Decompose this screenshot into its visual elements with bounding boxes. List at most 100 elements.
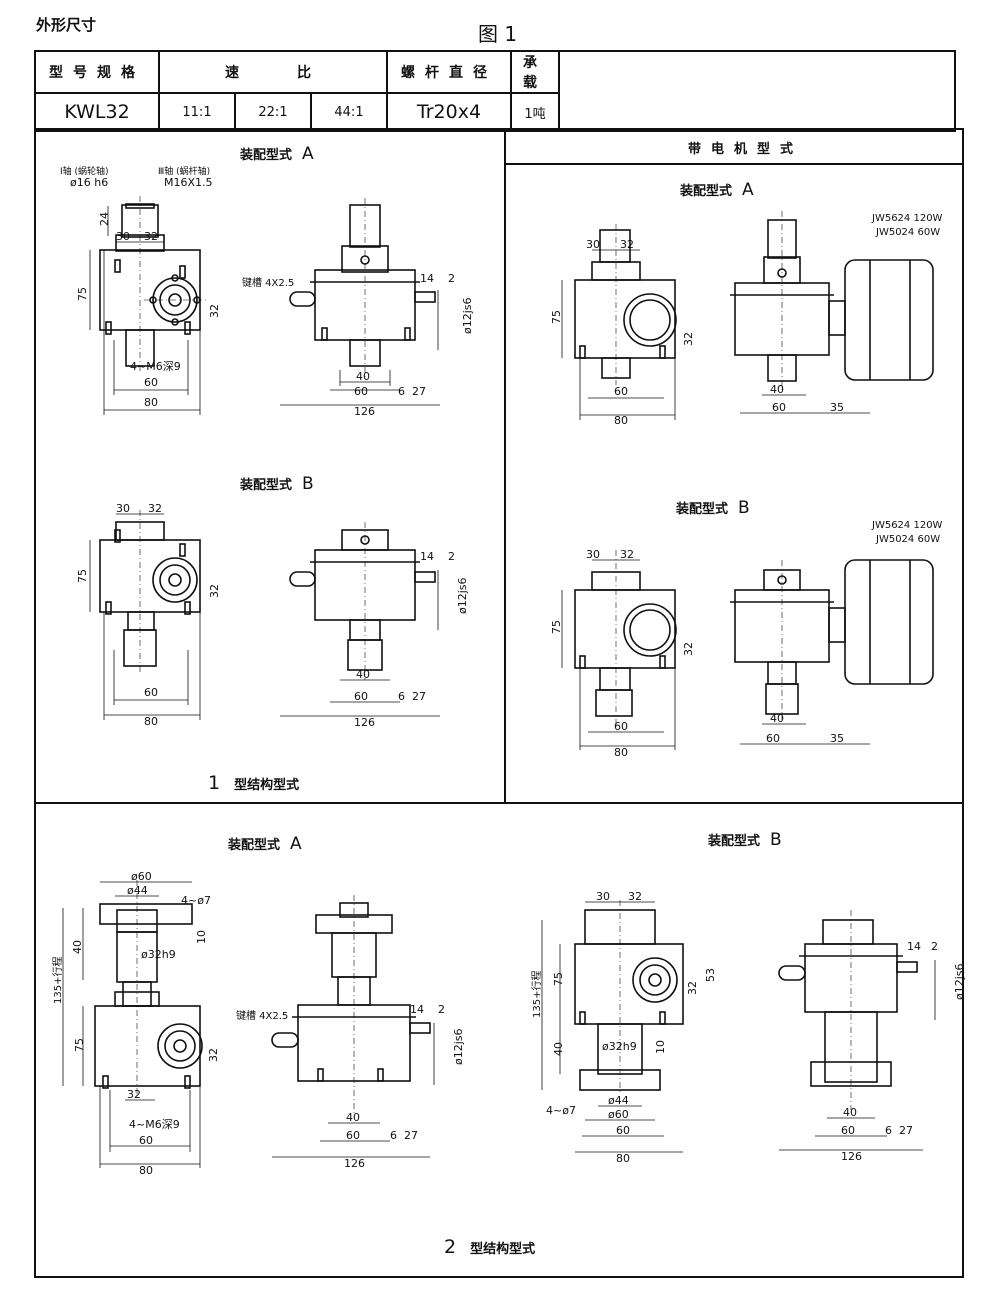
dim-30-mb: 30 (586, 548, 600, 561)
dim-35-mbs: 35 (830, 732, 844, 745)
dim-14-t2s: 14 (410, 1003, 424, 1016)
dim-27-t2bs: 27 (899, 1124, 913, 1137)
dim-60-t2b: 60 (616, 1124, 630, 1137)
dim-d12-t2bs: ø12js6 (953, 963, 966, 1000)
dim-32b-b: 32 (208, 584, 221, 598)
motor-label-2-b: JW5024 60W (875, 534, 940, 545)
dim-40-bs: 40 (356, 668, 370, 681)
dim-m6-t2: 4~M6深9 (129, 1118, 180, 1131)
dim-40-t2b: 40 (552, 1042, 565, 1056)
motor-header-divider (504, 163, 964, 165)
dim-80-mb: 80 (614, 746, 628, 759)
dim-75-b: 75 (76, 569, 89, 583)
spec-ratio-2: 22:1 (234, 92, 312, 132)
dim-d7-t2b: 4~ø7 (546, 1104, 576, 1117)
dim-d32h9-t2b: ø32h9 (602, 1040, 637, 1053)
dim-32b-t2: 32 (207, 1048, 220, 1062)
dim-126-bs: 126 (354, 716, 375, 729)
dim-30-b: 30 (116, 502, 130, 515)
dim-40-t2bs: 40 (843, 1106, 857, 1119)
dim-shaft1: Ⅰ轴 (蜗轮轴) (60, 165, 109, 177)
dim-60-ma: 60 (614, 385, 628, 398)
dim-d16: ø16 h6 (70, 176, 108, 189)
dim-40-ms: 40 (770, 383, 784, 396)
spec-table: 型号规格 速 比 螺杆直径 承载 KWL32 11:1 22:1 44:1 Tr… (34, 50, 956, 132)
dim-126: 126 (354, 405, 375, 418)
dim-d44-t2b: ø44 (608, 1094, 629, 1107)
figure-title: 图 1 (478, 22, 518, 46)
dim-27: 27 (412, 385, 426, 398)
motor-header: 带电机型式 (688, 142, 804, 157)
motor-label-1-a: JW5624 120W (871, 213, 943, 224)
dim-24: 24 (98, 212, 111, 226)
dim-6-t2bs: 6 (885, 1124, 892, 1137)
spec-header-screw: 螺杆直径 (386, 50, 512, 94)
dim-6: 6 (398, 385, 405, 398)
dim-d44-t2: ø44 (127, 884, 148, 897)
dim-14: 14 (420, 272, 434, 285)
dim-40-t2: 40 (71, 940, 84, 954)
spec-header-load: 承载 (510, 50, 560, 94)
dim-80-t2b: 80 (616, 1152, 630, 1165)
dim-60-mb: 60 (614, 720, 628, 733)
dim-stroke-t2b: 135+行程 (530, 971, 543, 1018)
dim-60-mbs: 60 (766, 732, 780, 745)
dim-80-ma: 80 (614, 414, 628, 427)
dim-2: 2 (448, 272, 455, 285)
dim-2-t2s: 2 (438, 1003, 445, 1016)
dim-35-ms: 35 (830, 401, 844, 414)
dim-75-mb: 75 (550, 620, 563, 634)
dim-d60-t2: ø60 (131, 870, 152, 883)
type2-frame (34, 802, 964, 1278)
motor-b-side-view: 40 60 35 JW5624 120W JW5024 60W (730, 520, 943, 745)
dim-6-t2s: 6 (390, 1129, 397, 1142)
dim-32b: 32 (208, 304, 221, 318)
dim-75-t2b: 75 (552, 972, 565, 986)
dim-60-t2: 60 (139, 1134, 153, 1147)
dim-key: 键槽 4X2.5 (242, 276, 294, 289)
dim-14-bs: 14 (420, 550, 434, 563)
dim-32b-t2b: 32 (686, 981, 699, 995)
dim-d12-t2s: ø12js6 (452, 1028, 465, 1065)
dim-30-ma: 30 (586, 238, 600, 251)
dim-30: 30 (116, 230, 130, 243)
dim-126-t2bs: 126 (841, 1150, 862, 1163)
dim-60-t2s: 60 (346, 1129, 360, 1142)
dim-14-t2bs: 14 (907, 940, 921, 953)
spec-header-ratio: 速 比 (158, 50, 388, 94)
spec-ratio-1: 11:1 (158, 92, 236, 132)
dim-key-t2s: 键槽 4X2.5 (236, 1009, 288, 1022)
dim-126-t2s: 126 (344, 1157, 365, 1170)
dim-32b-mb: 32 (682, 642, 695, 656)
dim-10-t2b: 10 (654, 1040, 667, 1054)
dim-60-bs: 60 (354, 690, 368, 703)
spec-load-value: 1吨 (510, 92, 560, 132)
page-header-title: 外形尺寸 (36, 16, 97, 34)
dim-75-ma: 75 (550, 310, 563, 324)
spec-screw-value: Tr20x4 (386, 92, 512, 132)
dim-32-ma: 32 (620, 238, 634, 251)
motor-a-side-view: 40 60 35 JW5624 120W JW5024 60W (730, 211, 943, 414)
dim-60-side: 60 (354, 385, 368, 398)
dim-80-t2: 80 (139, 1164, 153, 1177)
type2-a-front-view: ø60 ø44 4~ø7 ø32h9 10 135+行程 40 75 32 32… (51, 870, 220, 1177)
dim-40-mbs: 40 (770, 712, 784, 725)
dim-d12-bs: ø12js6 (456, 577, 469, 614)
motor-label-1-b: JW5624 120W (871, 520, 943, 531)
spec-blank-2 (558, 93, 956, 132)
dim-10-t2: 10 (195, 930, 208, 944)
